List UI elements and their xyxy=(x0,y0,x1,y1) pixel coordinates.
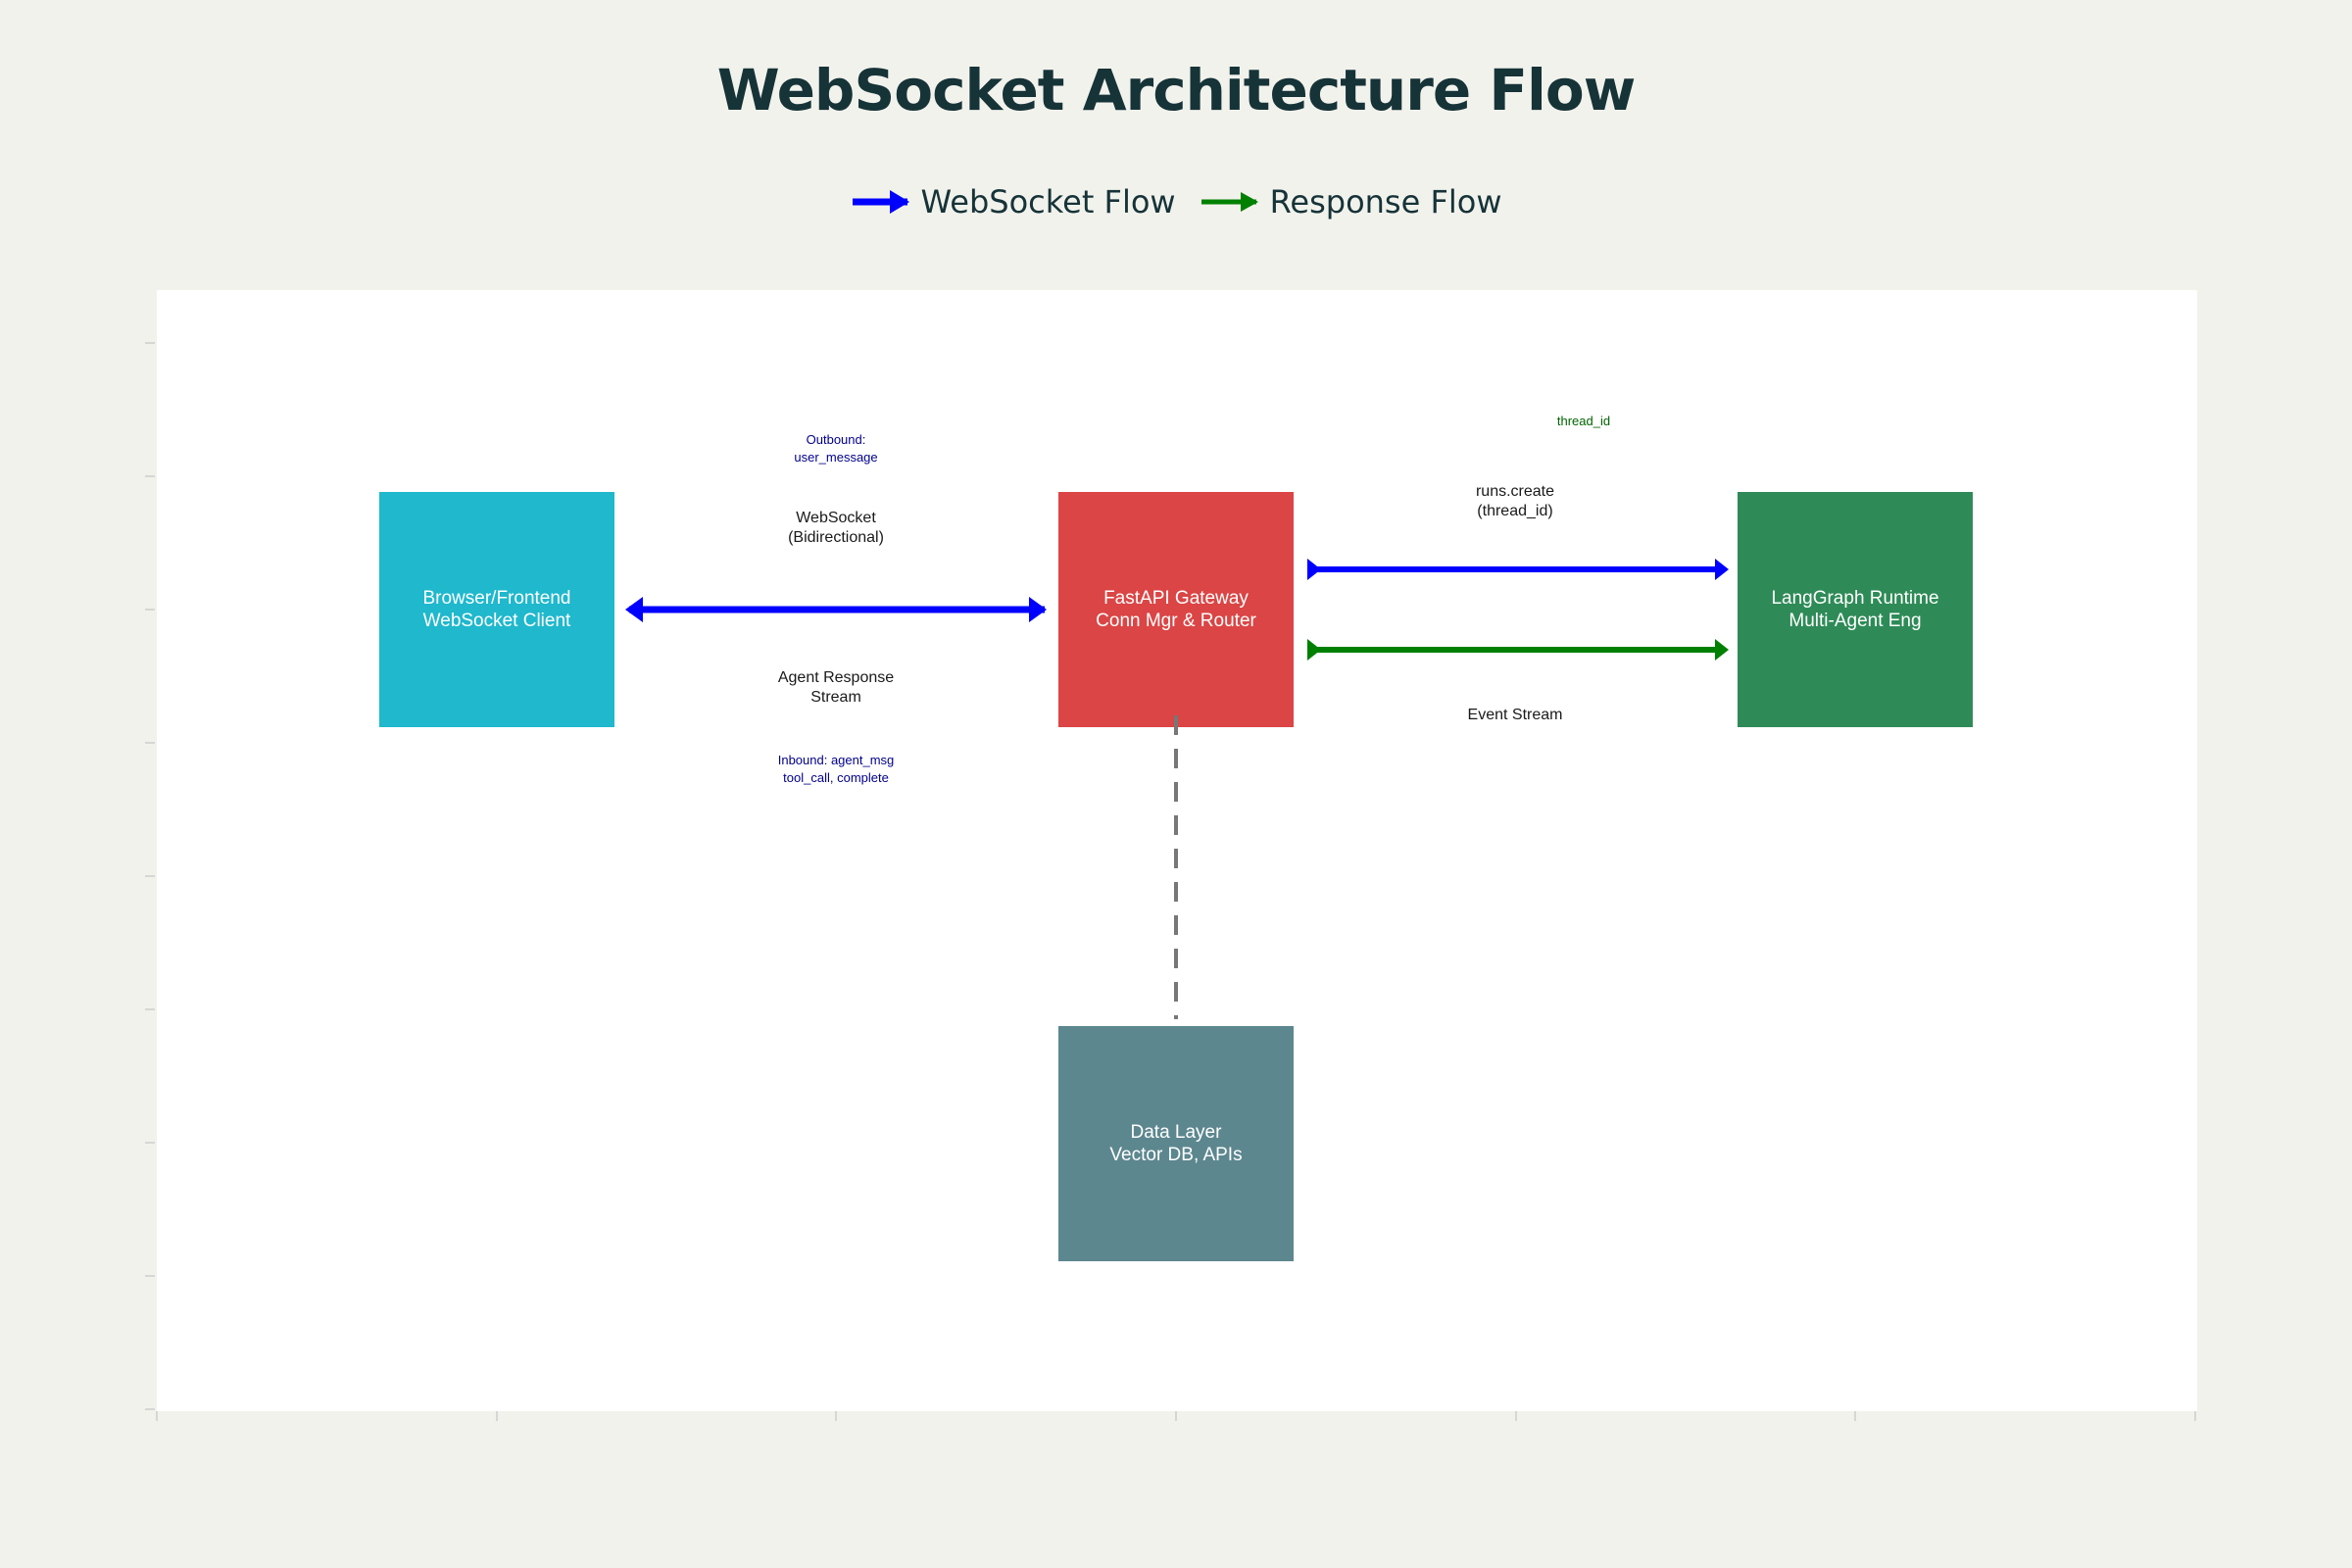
edge-label-thread-id-line-1: thread_id xyxy=(1556,414,1611,428)
edge-label-agent-response-line-1: Agent Response xyxy=(777,669,895,686)
node-langgraph-label-2: Multi-Agent Eng xyxy=(1788,611,1922,631)
node-gateway-label-2: Conn Mgr & Router xyxy=(1096,611,1256,631)
edge-gateway-langgraph-runs-create[interactable] xyxy=(1307,559,1729,580)
edge-label-agent-response: Agent Response Stream xyxy=(778,668,894,708)
edge-label-websocket-line-1: WebSocket xyxy=(796,510,876,526)
node-browser-label-1: Browser/Frontend xyxy=(422,588,571,609)
node-datalayer-label-1: Data Layer xyxy=(1130,1122,1222,1143)
edge-label-runs-create: runs.create (thread_id) xyxy=(1476,482,1554,521)
node-gateway-label-1: FastAPI Gateway xyxy=(1103,588,1249,609)
edge-label-thread-id: thread_id xyxy=(1557,413,1610,430)
edge-label-runs-create-line-1: runs.create xyxy=(1475,483,1555,500)
node-browser-label-2: WebSocket Client xyxy=(422,611,571,631)
edge-label-inbound-line-2: tool_call, complete xyxy=(783,770,889,785)
edge-label-websocket: WebSocket (Bidirectional) xyxy=(788,509,884,548)
websocket-flow-legend-marker xyxy=(852,190,909,214)
edge-label-event-stream: Event Stream xyxy=(1468,706,1563,725)
legend-label-websocket-flow: WebSocket Flow xyxy=(920,183,1176,220)
node-data-layer[interactable]: Data Layer Vector DB, APIs xyxy=(1058,1026,1294,1261)
node-langgraph-runtime[interactable]: LangGraph Runtime Multi-Agent Eng xyxy=(1738,492,1973,727)
edge-label-runs-create-line-2: (thread_id) xyxy=(1477,503,1553,519)
node-browser-frontend[interactable]: Browser/Frontend WebSocket Client xyxy=(379,492,614,727)
node-langgraph-label-1: LangGraph Runtime xyxy=(1771,588,1939,609)
response-flow-legend-marker xyxy=(1200,192,1258,212)
edge-gateway-langgraph-event-stream[interactable] xyxy=(1307,639,1729,661)
edge-label-outbound: Outbound: user_message xyxy=(794,431,877,466)
chart-title: WebSocket Architecture Flow xyxy=(716,57,1637,123)
legend-item-websocket-flow[interactable]: WebSocket Flow xyxy=(851,183,1176,220)
edge-label-event-stream-line-1: Event Stream xyxy=(1467,707,1563,723)
edge-label-agent-response-line-2: Stream xyxy=(810,689,861,706)
node-fastapi-gateway[interactable]: FastAPI Gateway Conn Mgr & Router xyxy=(1058,492,1294,727)
node-datalayer-label-2: Vector DB, APIs xyxy=(1109,1145,1243,1165)
edge-browser-gateway-websocket[interactable] xyxy=(625,597,1047,622)
edge-label-inbound: Inbound: agent_msg tool_call, complete xyxy=(778,752,895,787)
legend-label-response-flow: Response Flow xyxy=(1269,183,1502,220)
edge-label-outbound-line-2: user_message xyxy=(794,450,878,465)
edge-label-websocket-line-2: (Bidirectional) xyxy=(788,529,884,546)
edge-label-inbound-line-1: Inbound: agent_msg xyxy=(777,753,895,767)
legend-item-response-flow[interactable]: Response Flow xyxy=(1200,183,1502,220)
legend: WebSocket Flow Response Flow xyxy=(0,178,2352,225)
edge-label-outbound-line-1: Outbound: xyxy=(806,432,866,447)
